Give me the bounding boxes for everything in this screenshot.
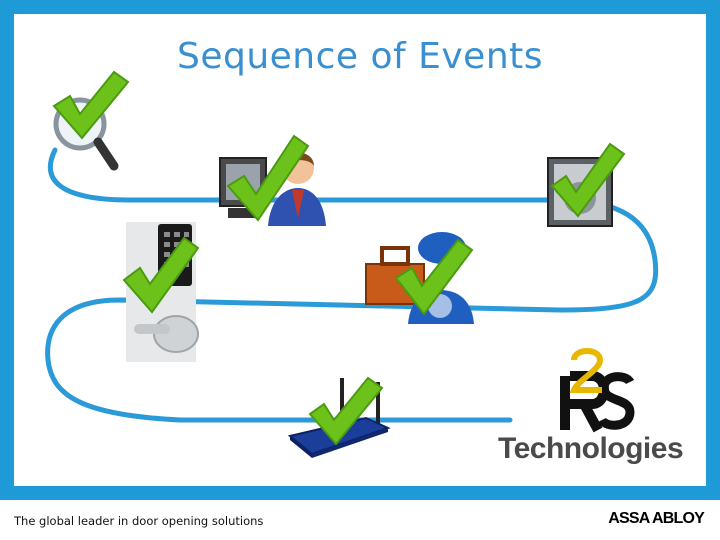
toolbox-technician-check-icon <box>365 232 474 324</box>
keypad-lock-check-icon <box>122 222 200 362</box>
monitor-check-icon <box>547 142 626 227</box>
footer-bar: The global leader in door opening soluti… <box>0 500 720 540</box>
r2s-logo-mark <box>560 348 635 433</box>
assa-abloy-logo: ASSA ABLOY <box>608 510 705 527</box>
sequence-path <box>45 147 659 423</box>
logo-wordmark: Technologies <box>498 432 684 465</box>
wireless-router-check-icon <box>287 376 391 458</box>
computer-user-check-icon <box>219 134 326 226</box>
footer-tagline: The global leader in door opening soluti… <box>14 514 264 528</box>
magnifier-check-icon <box>52 70 130 171</box>
slide-title: Sequence of Events <box>176 36 544 77</box>
